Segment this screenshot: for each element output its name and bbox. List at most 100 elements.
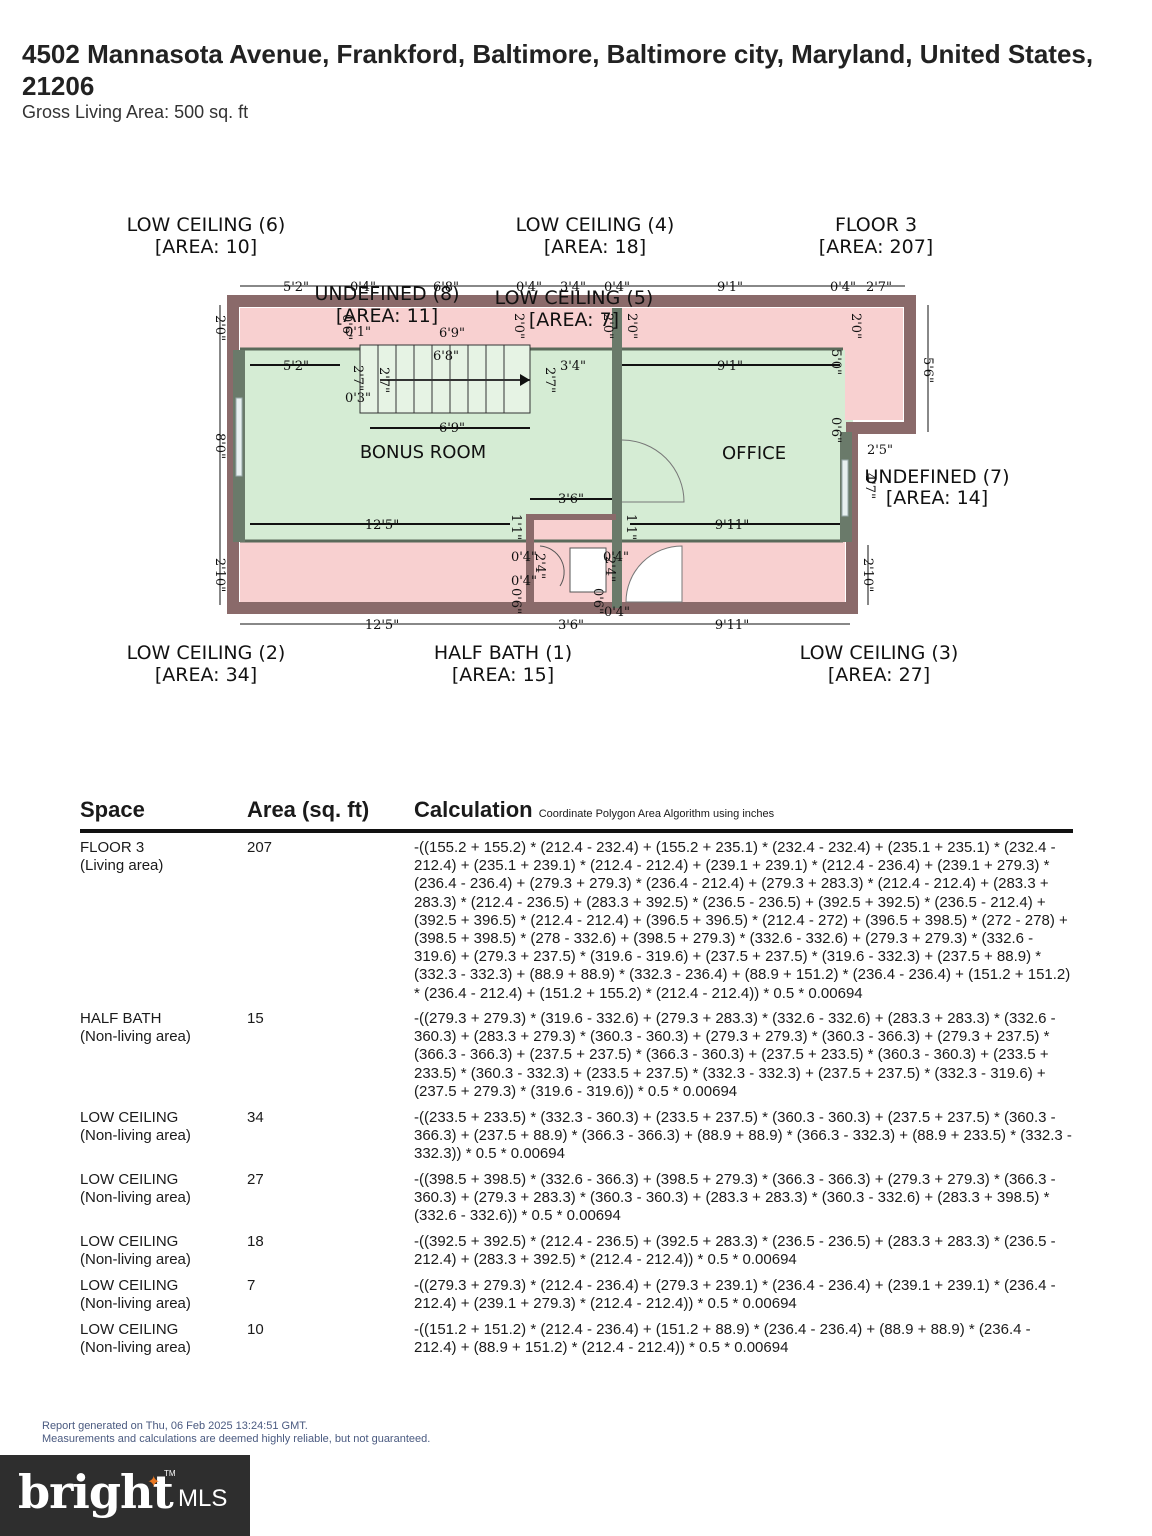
row-calc: -((155.2 + 155.2) * (212.4 - 232.4) + (1… [414, 839, 1071, 1002]
dim-mid: 1'1" [623, 514, 638, 540]
table-row: LOW CEILING(Non-living area) 34 -((233.5… [80, 1109, 1073, 1171]
floor-plan: LOW CEILING (6) [AREA: 10] LOW CEILING (… [127, 214, 1010, 686]
dim-top: 0'4" [516, 280, 542, 295]
label-low-ceiling-5: LOW CEILING (5) [495, 287, 654, 309]
bath-wall-top [526, 514, 616, 520]
area-floor-3: [AREA: 207] [819, 236, 933, 258]
sink-arc [539, 545, 565, 587]
area-low-ceiling-4: [AREA: 18] [544, 236, 646, 258]
space-name: LOW CEILING [80, 1233, 179, 1250]
bath-wall-left [526, 514, 534, 608]
space-name: LOW CEILING [80, 1171, 179, 1188]
dim-right: 2'10" [860, 558, 875, 592]
office-door-swing [621, 439, 685, 503]
dim-small: 2'0" [600, 313, 615, 339]
dim-mid: 3'6" [558, 492, 584, 507]
space-type: (Non-living area) [80, 1251, 191, 1269]
label-floor-3: FLOOR 3 [835, 214, 917, 236]
property-address: 4502 Mannasota Avenue, Frankford, Baltim… [22, 39, 1094, 101]
label-low-ceiling-4: LOW CEILING (4) [516, 214, 675, 236]
dim-bottom: 12'5" [365, 618, 399, 633]
row-space: LOW CEILING(Non-living area) [80, 1321, 240, 1357]
space-type: (Non-living area) [80, 1189, 191, 1207]
dim-left: 2'0" [212, 315, 227, 341]
area-low-ceiling-5: [AREA: 7] [529, 309, 619, 331]
outer-wall [227, 295, 916, 614]
dim-right: 5'0" [828, 349, 843, 375]
dim-right: 2'5" [867, 443, 893, 458]
dim-top: 9'1" [717, 280, 743, 295]
table-row: LOW CEILING(Non-living area) 27 -((398.5… [80, 1171, 1073, 1233]
row-space: LOW CEILING(Non-living area) [80, 1233, 240, 1269]
table-row: FLOOR 3(Living area) 207 -((155.2 + 155.… [80, 839, 1073, 1010]
dim-top: 6'8" [433, 280, 459, 295]
header-calc-note: Coordinate Polygon Area Algorithm using … [538, 808, 775, 820]
dim-mid: 12'5" [365, 518, 399, 533]
dim-top: 3'4" [560, 280, 586, 295]
dim-bottom: 3'6" [558, 618, 584, 633]
row-calc: -((151.2 + 151.2) * (212.4 - 236.4) + (1… [414, 1321, 1031, 1357]
floor3-living-region [240, 350, 845, 542]
dim-top: 0'4" [830, 280, 856, 295]
dim-inner: 3'4" [560, 359, 586, 374]
room-office: OFFICE [722, 443, 786, 464]
dimension-lines [219, 285, 929, 625]
dim-bottom: 9'11" [715, 618, 749, 633]
label-low-ceiling-3: LOW CEILING (3) [800, 642, 959, 664]
row-space: FLOOR 3(Living area) [80, 839, 240, 875]
dim-stair: 2'7" [376, 367, 391, 393]
dim-bath: 2'4" [532, 553, 547, 579]
space-type: (Non-living area) [80, 1028, 191, 1046]
dim-small: 2'0" [624, 313, 639, 339]
low-ceiling-top-region [240, 308, 845, 350]
table-row: LOW CEILING(Non-living area) 7 -((279.3 … [80, 1277, 1073, 1321]
floor3-ext-region [845, 308, 903, 420]
bath-door-swing [625, 545, 683, 603]
stairs [359, 344, 531, 414]
center-wall [612, 308, 622, 608]
row-calc: -((279.3 + 279.3) * (212.4 - 236.4) + (2… [414, 1277, 1056, 1313]
table-header: Space Area (sq. ft) Calculation Coordina… [80, 795, 1073, 833]
header-space: Space [80, 797, 145, 822]
space-name: LOW CEILING [80, 1321, 179, 1338]
dim-bath: 0'6" [508, 588, 523, 614]
toilet [569, 547, 607, 593]
dim-stair: 2'7" [542, 367, 557, 393]
gross-living-area: Gross Living Area: 500 sq. ft [22, 102, 249, 122]
row-calc: -((392.5 + 392.5) * (212.4 - 236.5) + (3… [414, 1233, 1056, 1269]
dim-right: 0'6" [828, 417, 843, 443]
dim-inner: 9'1" [717, 359, 743, 374]
space-type: (Living area) [80, 857, 164, 875]
table-row: LOW CEILING(Non-living area) 10 -((151.2… [80, 1321, 1073, 1365]
dim-top: 2'7" [866, 280, 892, 295]
row-calc: -((233.5 + 233.5) * (332.3 - 360.3) + (2… [414, 1109, 1072, 1163]
dim-mid: 9'11" [715, 518, 749, 533]
dim-inner: 6'8" [433, 349, 459, 364]
dim-right: 5'6" [920, 357, 935, 383]
bright-mls-logo: bright ✦ TM MLS [0, 1455, 250, 1536]
dim-right: 4'7" [862, 473, 877, 499]
dim-top: 5'2" [283, 280, 309, 295]
header-calc-label: Calculation [414, 797, 533, 822]
space-type: (Non-living area) [80, 1127, 191, 1145]
dim-top: 0'4" [350, 280, 376, 295]
dim-stair: 0'3" [345, 391, 371, 406]
room-bonus-room: BONUS ROOM [360, 442, 486, 463]
row-space: LOW CEILING(Non-living area) [80, 1109, 240, 1145]
row-calc: -((398.5 + 398.5) * (332.6 - 366.3) + (3… [414, 1171, 1056, 1225]
space-type: (Non-living area) [80, 1339, 191, 1357]
area-half-bath-1: [AREA: 15] [452, 664, 554, 686]
dim-left: 2'10" [212, 558, 227, 592]
report-disclaimer: Measurements and calculations are deemed… [42, 1433, 431, 1445]
window-right [841, 459, 849, 517]
logo-brand: bright [18, 1465, 174, 1519]
row-space: LOW CEILING(Non-living area) [80, 1277, 240, 1313]
row-calc: -((279.3 + 279.3) * (319.6 - 332.6) + (2… [414, 1010, 1056, 1100]
report-footer: Report generated on Thu, 06 Feb 2025 13:… [42, 1420, 430, 1446]
dim-stair: 0'1" [345, 325, 371, 340]
label-half-bath-1: HALF BATH (1) [434, 642, 572, 664]
area-low-ceiling-2: [AREA: 34] [155, 664, 257, 686]
dim-left: 8'0" [212, 433, 227, 459]
space-name: LOW CEILING [80, 1277, 179, 1294]
label-undefined-8: UNDEFINED (8) [314, 283, 459, 305]
